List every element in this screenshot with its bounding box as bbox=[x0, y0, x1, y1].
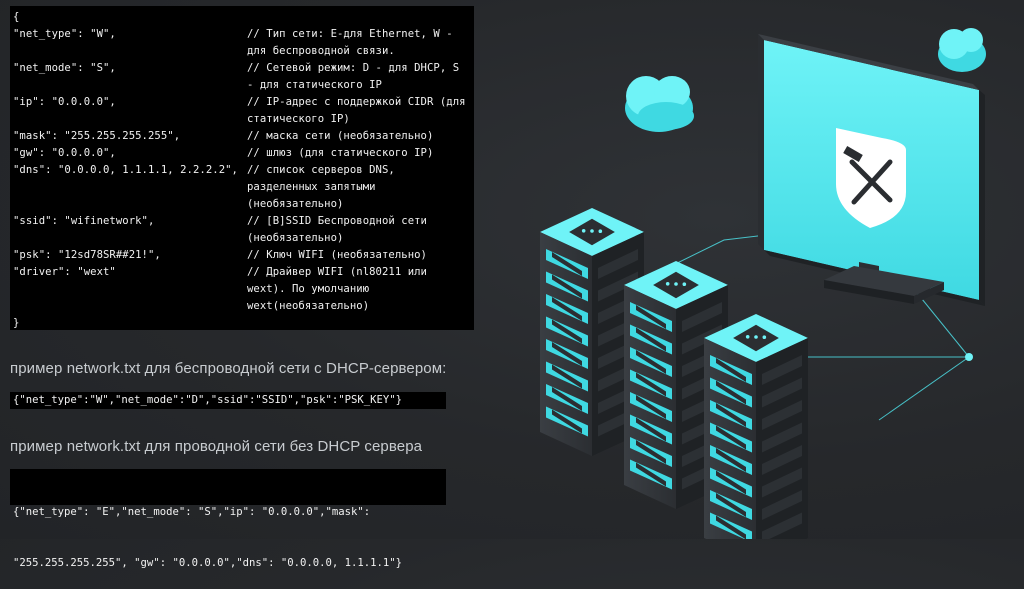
shield-icon bbox=[836, 128, 906, 228]
code-line-comment: // Сетевой режим: D - для DHCP, S bbox=[247, 62, 460, 74]
code-line-comment: - для статического IP bbox=[247, 79, 382, 91]
code-line-key: "psk": "12sd78SR##21!", bbox=[13, 249, 161, 261]
cloud-icon bbox=[938, 28, 986, 72]
code-line-key: "ip": "0.0.0.0", bbox=[13, 96, 116, 108]
network-illustration bbox=[540, 28, 986, 539]
code-line-key: { bbox=[13, 11, 20, 23]
code-line-comment: wext(необязательно) bbox=[247, 300, 370, 312]
code-line-comment: // Тип сети: E-для Ethernet, W - bbox=[247, 28, 453, 40]
code-line-comment: для беспроводной связи. bbox=[247, 45, 395, 57]
code-line-key: "gw": "0.0.0.0", bbox=[13, 147, 116, 159]
server-rack-icon bbox=[704, 314, 808, 539]
code-line-comment: (необязательно) bbox=[247, 198, 344, 210]
node-dot bbox=[965, 353, 973, 361]
code-line-key: "net_type": "W", bbox=[13, 28, 116, 40]
code-line-comment: // шлюз (для статического IP) bbox=[247, 147, 434, 159]
server-racks bbox=[540, 208, 808, 539]
code-line-comment: // список серверов DNS, bbox=[247, 164, 395, 176]
code-line-key: "ssid": "wifinetwork", bbox=[13, 215, 155, 227]
code-line-key: "dns": "0.0.0.0, 1.1.1.1, 2.2.2.2", bbox=[13, 164, 238, 176]
code-line-key: "mask": "255.255.255.255", bbox=[13, 130, 181, 142]
code-line-key: } bbox=[13, 317, 20, 329]
code-line-comment: // IP-адрес с поддержкой CIDR (для bbox=[247, 96, 466, 108]
code-line-comment: (необязательно) bbox=[247, 232, 344, 244]
code-line-comment: статического IP) bbox=[247, 113, 350, 125]
code-line-key: "net_mode": "S", bbox=[13, 62, 116, 74]
cloud-icon bbox=[625, 76, 694, 132]
code-line-comment: // Драйвер WIFI (nl80211 или bbox=[247, 266, 427, 278]
network-config-code-block: { "net_type": "W", // Тип сети: E-для Ethe… bbox=[10, 6, 474, 330]
code-line-comment: // [B]SSID Беспроводной сети bbox=[247, 215, 427, 227]
wired-example-code: {"net_type": "E","net_mode": "S","ip": "… bbox=[10, 469, 446, 569]
wired-example-label: пример network.txt для проводной сети бе… bbox=[10, 438, 423, 455]
monitor-icon bbox=[758, 34, 985, 306]
code-line-comment: // маска сети (необязательно) bbox=[247, 130, 434, 142]
wired-example-code-line1: {"net_type": "E","net_mode": "S","ip": "… bbox=[13, 506, 371, 518]
wired-example-code-line2: "255.255.255.255", "gw": "0.0.0.0","dns"… bbox=[13, 557, 403, 569]
code-line-comment: wext). По умолчанию bbox=[247, 283, 370, 295]
code-line-key: "driver": "wext" bbox=[13, 266, 116, 278]
code-line-comment: // Ключ WIFI (необязательно) bbox=[247, 249, 427, 261]
wireless-example-code: {"net_type":"W","net_mode":"D","ssid":"S… bbox=[10, 392, 446, 409]
wireless-example-label: пример network.txt для беспроводной сети… bbox=[10, 360, 447, 377]
code-line-comment: разделенных запятыми bbox=[247, 181, 376, 193]
